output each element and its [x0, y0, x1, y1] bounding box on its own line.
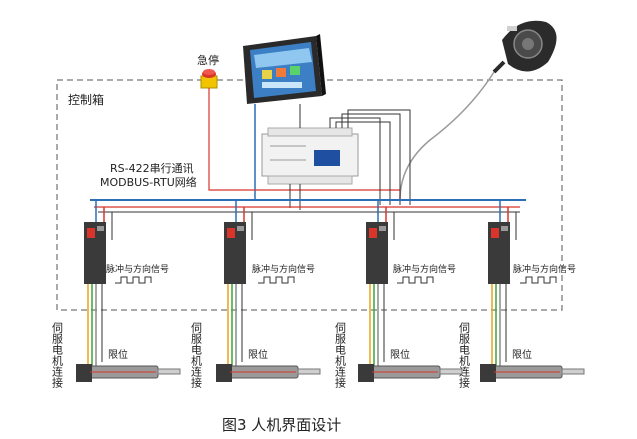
limit-label-4: 限位: [512, 348, 532, 361]
servo-4-signal-wave: [520, 276, 557, 284]
motor-cables: [87, 284, 501, 378]
servo-drive-2: [224, 222, 246, 284]
linear-actuator-2: [216, 364, 321, 382]
drive-signal-lines: [111, 212, 517, 240]
estop-label: 急停: [197, 53, 219, 67]
servo-wiring-label-1: 伺服电机连接: [51, 322, 64, 389]
servo-drive-3: [366, 222, 388, 284]
figure-caption: 图3 人机界面设计: [222, 416, 341, 434]
pulse-signal-label-2: 脉冲与方向信号: [252, 263, 315, 275]
limit-label-1: 限位: [108, 348, 128, 361]
rs422-label: RS-422串行通讯: [110, 162, 194, 175]
linear-actuator-4: [480, 364, 585, 382]
servo-drive-1: [84, 222, 106, 284]
pulse-signal-label-4: 脉冲与方向信号: [513, 263, 576, 275]
control-box-frame: [56, 79, 563, 311]
hmi-comm-wire: [238, 104, 256, 201]
handwheel-pendant: [492, 20, 557, 74]
linear-actuator-1: [76, 364, 181, 382]
limit-label-2: 限位: [248, 348, 268, 361]
servo-wiring-label-4: 伺服电机连接: [458, 322, 471, 389]
emergency-stop: [200, 69, 218, 89]
servo-wiring-label-3: 伺服电机连接: [334, 322, 347, 389]
servo-2-signal-wave: [258, 276, 295, 284]
servo-wiring-label-2: 伺服电机连接: [190, 322, 203, 389]
modbus-label: MODBUS-RTU网络: [100, 175, 197, 189]
handwheel-cable: [399, 71, 495, 201]
linear-actuator-3: [358, 364, 463, 382]
servo-1-signal-wave: [115, 276, 152, 284]
pulse-signal-label-1: 脉冲与方向信号: [106, 263, 169, 275]
bus-drops: [95, 200, 509, 222]
servo-3-signal-wave: [397, 276, 434, 284]
plc-controller: [261, 127, 359, 185]
control-box-label: 控制箱: [68, 92, 104, 107]
limit-lines: [101, 284, 507, 362]
plc-signal-wires: [289, 109, 411, 210]
pulse-signal-label-3: 脉冲与方向信号: [393, 263, 456, 275]
hmi-touch-panel: [243, 34, 326, 104]
limit-label-3: 限位: [390, 348, 410, 361]
servo-drive-4: [488, 222, 510, 284]
